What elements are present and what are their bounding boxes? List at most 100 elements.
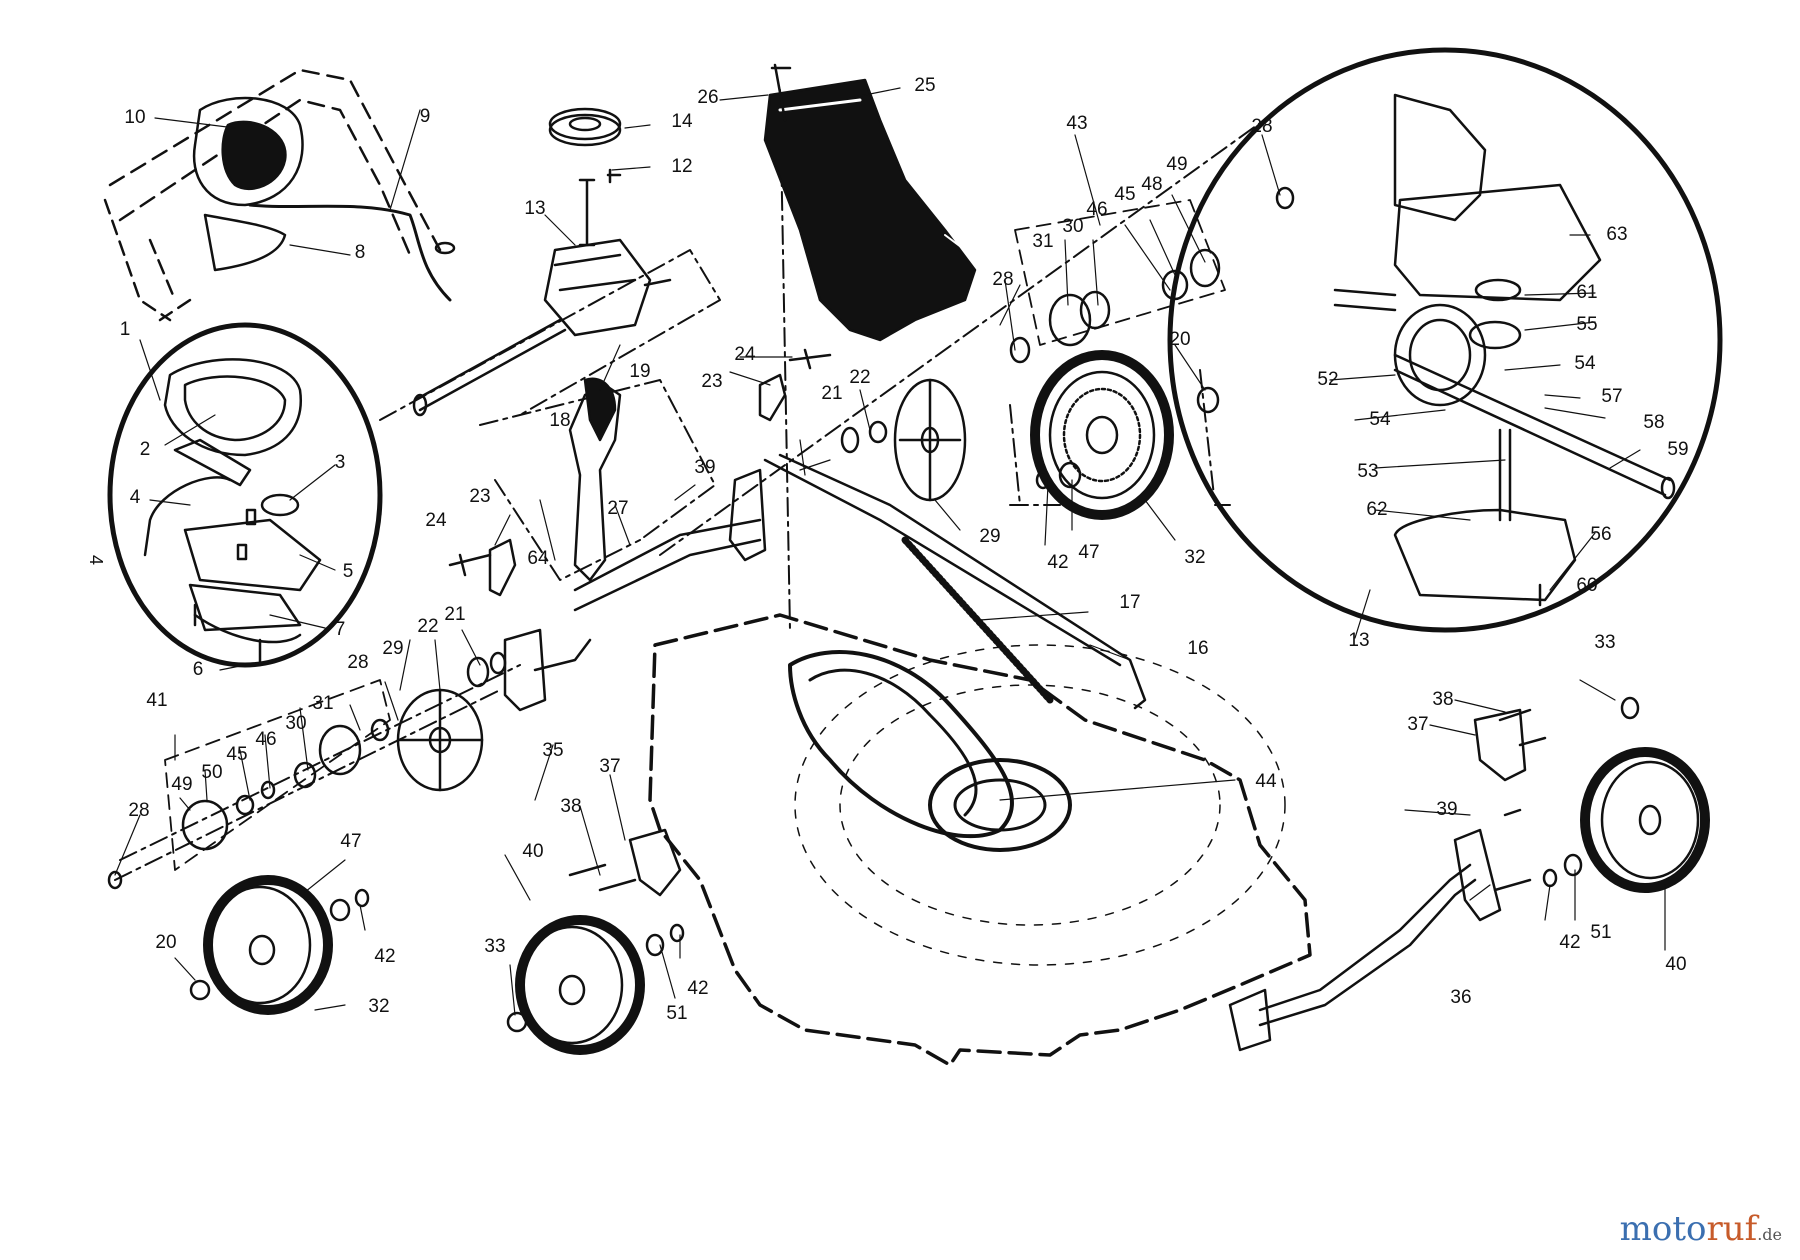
alignment-lines <box>119 89 1286 861</box>
callout-5: 5 <box>343 561 354 582</box>
callout-36: 36 <box>1450 987 1471 1008</box>
watermark-part2: ruf <box>1706 1209 1758 1249</box>
callout-14: 14 <box>671 111 693 132</box>
handle-assembly <box>103 68 456 322</box>
callout-42: 42 <box>1559 932 1580 953</box>
callout-51: 51 <box>666 1003 687 1024</box>
discharge-chute <box>763 63 986 342</box>
callout-51: 51 <box>1590 922 1611 943</box>
callout-9: 9 <box>420 106 431 127</box>
mower-deck <box>648 613 1312 1067</box>
callout-13: 13 <box>524 198 545 219</box>
callout-52: 52 <box>1317 369 1338 390</box>
callout-56: 56 <box>1590 524 1611 545</box>
oval-detail-left <box>107 322 383 668</box>
callout-46: 46 <box>1086 199 1107 220</box>
leader-lines <box>114 87 1666 1016</box>
callout-63: 63 <box>1606 224 1627 245</box>
callout-2: 2 <box>140 439 151 460</box>
callout-32: 32 <box>1184 547 1205 568</box>
callout-58: 58 <box>1643 412 1664 433</box>
watermark-logo: motoruf.de <box>1620 1212 1782 1246</box>
callout-59: 59 <box>1667 439 1688 460</box>
front-wheel-middle <box>506 828 685 1055</box>
callout-23: 23 <box>701 371 722 392</box>
callout-37: 37 <box>599 756 620 777</box>
callout-33: 33 <box>484 936 505 957</box>
callout-40: 40 <box>522 841 543 862</box>
callout-49: 49 <box>1166 154 1187 175</box>
callout-39: 39 <box>694 457 715 478</box>
gearbox-assembly <box>412 107 672 417</box>
callout-30: 30 <box>1062 216 1083 237</box>
callout-30: 30 <box>285 713 306 734</box>
callout-37: 37 <box>1407 714 1428 735</box>
callout-47: 47 <box>340 831 361 852</box>
callout-42: 42 <box>687 978 708 999</box>
callout-23: 23 <box>469 486 490 507</box>
callout-4: 4 <box>130 487 141 508</box>
callout-57: 57 <box>1601 386 1622 407</box>
callout-29: 29 <box>979 526 1000 547</box>
callout-54: 54 <box>1574 353 1596 374</box>
callout-61: 61 <box>1576 282 1597 303</box>
callout-13: 13 <box>1348 630 1369 651</box>
watermark-part1: moto <box>1619 1209 1707 1249</box>
callout-31: 31 <box>1032 231 1053 252</box>
callout-31: 31 <box>312 693 333 714</box>
callout-29: 29 <box>382 638 403 659</box>
rear-wheel-lower-right <box>1542 747 1710 893</box>
callout-28: 28 <box>992 269 1013 290</box>
callout-24: 24 <box>734 344 756 365</box>
rear-axle-and-spring <box>503 453 1147 712</box>
side-label: 4 <box>86 555 106 565</box>
callout-43: 43 <box>1066 113 1087 134</box>
callout-21: 21 <box>821 383 842 404</box>
callout-44: 44 <box>1255 771 1277 792</box>
callout-49: 49 <box>171 774 192 795</box>
callout-55: 55 <box>1576 314 1597 335</box>
callout-38: 38 <box>560 796 581 817</box>
callout-41: 41 <box>146 690 167 711</box>
front-wheel-left <box>189 875 370 1015</box>
callout-39: 39 <box>1436 799 1457 820</box>
callout-33: 33 <box>1594 632 1615 653</box>
callout-21: 21 <box>444 604 465 625</box>
callout-60: 60 <box>1576 575 1597 596</box>
callout-26: 26 <box>697 87 718 108</box>
rear-axle-right <box>1228 696 1640 1052</box>
callout-62: 62 <box>1366 499 1387 520</box>
callout-47: 47 <box>1078 542 1099 563</box>
callout-28: 28 <box>128 800 149 821</box>
callout-27: 27 <box>607 498 628 519</box>
callout-3: 3 <box>335 452 346 473</box>
callout-7: 7 <box>335 619 346 640</box>
callout-20: 20 <box>155 932 176 953</box>
callout-45: 45 <box>1114 184 1135 205</box>
callout-22: 22 <box>417 616 438 637</box>
callout-38: 38 <box>1432 689 1453 710</box>
callout-40: 40 <box>1665 954 1686 975</box>
callout-28: 28 <box>1251 116 1272 137</box>
callout-54: 54 <box>1369 409 1391 430</box>
callout-35: 35 <box>542 740 563 761</box>
callout-50: 50 <box>201 762 222 783</box>
callout-22: 22 <box>849 367 870 388</box>
callout-8: 8 <box>355 242 366 263</box>
rear-wheel-right <box>1009 186 1295 520</box>
oval-detail-right <box>1167 47 1723 633</box>
callout-32: 32 <box>368 996 389 1017</box>
front-hub-left <box>107 679 501 890</box>
callout-12: 12 <box>671 156 692 177</box>
callout-42: 42 <box>1047 552 1068 573</box>
callout-42: 42 <box>374 946 395 967</box>
callout-64: 64 <box>527 548 549 569</box>
callout-46: 46 <box>255 729 276 750</box>
callout-17: 17 <box>1119 592 1140 613</box>
callout-19: 19 <box>629 361 650 382</box>
callout-25: 25 <box>914 75 935 96</box>
callout-24: 24 <box>425 510 447 531</box>
